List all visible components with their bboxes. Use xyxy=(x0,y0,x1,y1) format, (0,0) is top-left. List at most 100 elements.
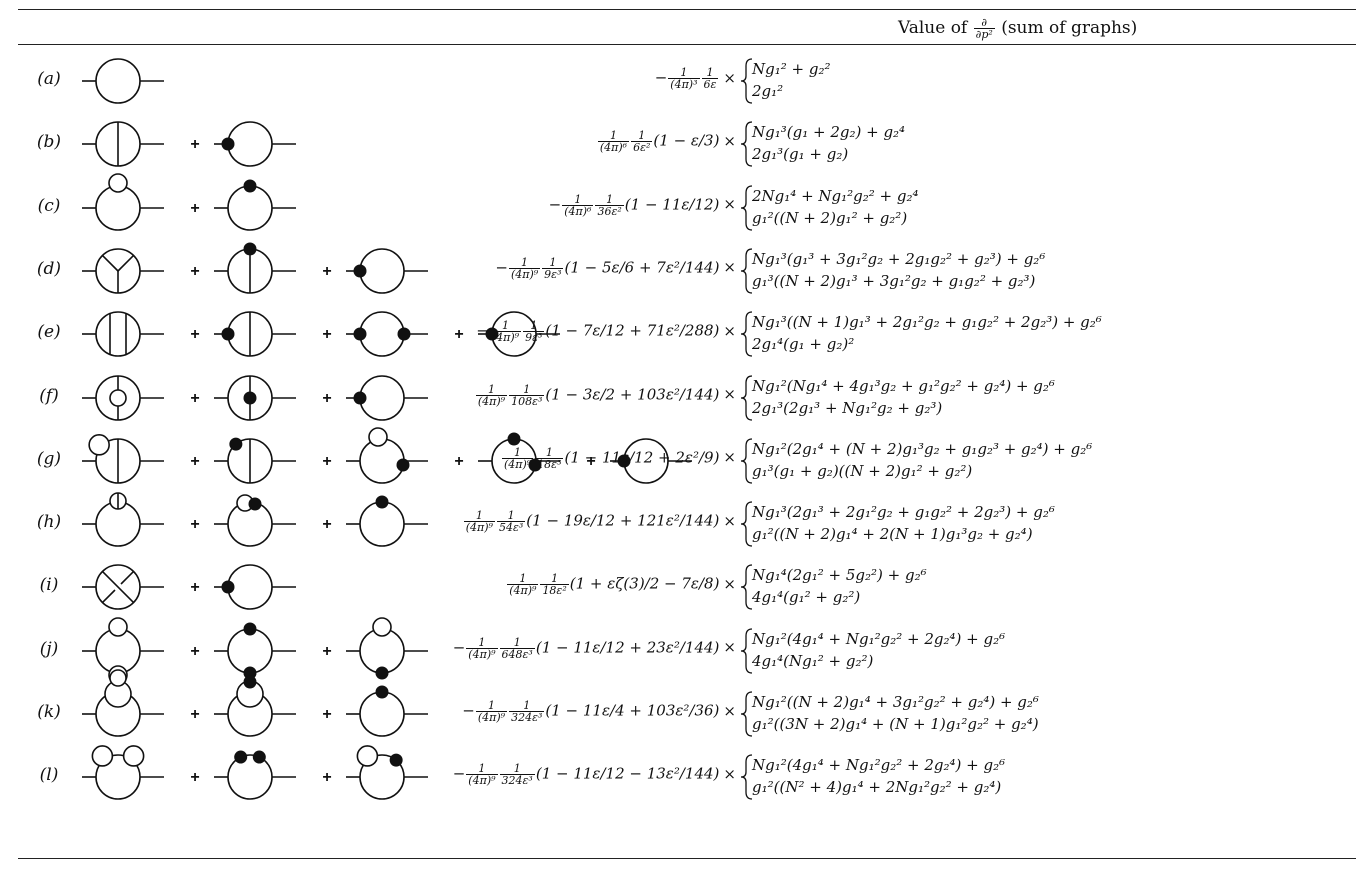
coef-sign: − xyxy=(654,68,668,87)
feynman-diagram-dotTop xyxy=(214,179,296,231)
partial-derivative: ∂ ∂p² xyxy=(973,17,995,41)
bubble-circle xyxy=(91,745,114,768)
pole-factor-den: 9ε³ xyxy=(544,267,562,281)
vertex-dot xyxy=(353,391,367,404)
diagram-sum xyxy=(82,58,164,104)
plus-sign: + xyxy=(190,769,199,786)
feynman-diagram-dotCenterVline xyxy=(214,374,296,421)
loop-factor-den: (4π)⁹ xyxy=(465,521,493,535)
times-sign: × xyxy=(723,764,736,783)
feynman-diagram-dotTLVline xyxy=(214,437,296,484)
coef-bracket: (1 − 3ε/2 + 103ε²/144) xyxy=(545,385,720,403)
curly-brace xyxy=(740,58,753,104)
pole-factor-den: 324ε³ xyxy=(511,711,543,724)
diagram-sum: + xyxy=(82,172,296,231)
coupling-expressions: Ng₁²(2g₁⁴ + (N + 2)g₁³g₂ + g₁g₂³ + g₂⁴) … xyxy=(752,438,1362,482)
loop-factor-num: 1 xyxy=(475,700,508,712)
expression-line-1: Ng₁³(g₁³ + 3g₁²g₂ + 2g₁g₂² + g₂³) + g₂⁶ xyxy=(752,249,1046,268)
expression-line-1: 2Ng₁⁴ + Ng₁²g₂² + g₂⁴ xyxy=(752,186,919,205)
loop-circle xyxy=(95,58,141,104)
feynman-diagram-dotL xyxy=(478,311,560,357)
pole-factor-num: 1 xyxy=(509,384,545,396)
bubble-circle xyxy=(368,426,388,447)
coef-bracket: (1 − 5ε/6 + 7ε²/144) xyxy=(564,258,720,277)
diagram-sum: ++ xyxy=(82,242,428,294)
expression-line-2: 2g₁⁴(g₁ + g₂)² xyxy=(752,335,855,354)
pole-factor-den: 324ε³ xyxy=(501,774,533,788)
loop-factor-den: (4π)⁹ xyxy=(503,457,532,471)
loop-factor-den: (4π)⁹ xyxy=(468,774,496,788)
pole-factor-num: 1 xyxy=(540,573,569,586)
plus-sign: + xyxy=(322,390,331,407)
loop-factor: 1(4π)⁹ xyxy=(501,447,534,471)
row-label: (a) xyxy=(37,69,61,89)
vertex-dot xyxy=(375,495,389,509)
plus-sign: + xyxy=(322,263,331,280)
brace-path xyxy=(740,184,753,231)
expression-line-1: Ng₁³((N + 1)g₁³ + 2g₁²g₂ + g₁g₂² + 2g₂³)… xyxy=(752,313,1102,332)
plus-sign: + xyxy=(322,326,331,343)
loop-factor-num: 1 xyxy=(463,510,495,523)
vertex-dot xyxy=(243,675,257,689)
loop-factor-num: 1 xyxy=(597,130,630,143)
curly-brace xyxy=(740,754,753,800)
feynman-diagram-bubbleTopDotBottom xyxy=(346,616,428,680)
feynman-diagram-twoDots xyxy=(214,750,296,801)
plus-sign: + xyxy=(190,263,199,280)
brace-path xyxy=(740,628,753,674)
plus-sign: + xyxy=(322,706,331,723)
feynman-diagram-dotL xyxy=(214,121,296,168)
loop-factor-den: (4π)⁹ xyxy=(468,647,496,661)
pole-factor-num: 1 xyxy=(701,67,719,79)
feynman-diagram-smallVlineTop xyxy=(82,492,164,547)
row-label: (f) xyxy=(39,385,59,406)
deriv-den: ∂p² xyxy=(975,28,993,41)
expression-line-2: g₁³(g₁ + g₂)((N + 2)g₁² + g₂²) xyxy=(752,461,973,480)
curly-brace xyxy=(740,691,753,737)
vertex-dot xyxy=(221,137,235,151)
feynman-diagram-bubbleTop xyxy=(82,172,164,231)
vertex-dot xyxy=(243,179,257,193)
feynman-diagram-vline xyxy=(82,121,164,168)
loop-circle xyxy=(95,754,141,801)
internal-line xyxy=(120,571,135,585)
feynman-diagram-dotTopBottom xyxy=(214,622,296,680)
header-suffix: (sum of graphs) xyxy=(1001,18,1138,38)
loop-factor: 1(4π)⁹ xyxy=(475,700,508,724)
header-title: Value of ∂ ∂p² (sum of graphs) xyxy=(898,17,1137,40)
vertex-dot xyxy=(485,327,499,341)
brace-path xyxy=(740,311,753,357)
loop-factor-den: (4π)⁹ xyxy=(477,711,506,724)
internal-line xyxy=(101,571,135,604)
brace-path xyxy=(740,248,753,294)
times-sign: × xyxy=(723,321,736,340)
bubble-circle xyxy=(372,616,392,637)
deriv-num: ∂ xyxy=(973,17,995,29)
loop-factor-den: (4π)⁹ xyxy=(510,267,539,281)
expression-line-1: Ng₁² + g₂² xyxy=(752,60,831,78)
row-label: (d) xyxy=(36,258,62,279)
coef-sign: − xyxy=(476,321,489,340)
times-sign: × xyxy=(723,701,736,720)
feynman-diagram-dotTopVline xyxy=(214,242,296,294)
plus-sign: + xyxy=(322,769,331,786)
row-label: (j) xyxy=(39,638,59,659)
feynman-diagram-dotL xyxy=(346,374,428,421)
loop-factor-den: (4π)⁶ xyxy=(599,141,628,155)
plus-sign: + xyxy=(586,453,595,470)
feynman-diagram-dotL xyxy=(610,437,692,484)
pole-factor-num: 1 xyxy=(535,447,564,459)
